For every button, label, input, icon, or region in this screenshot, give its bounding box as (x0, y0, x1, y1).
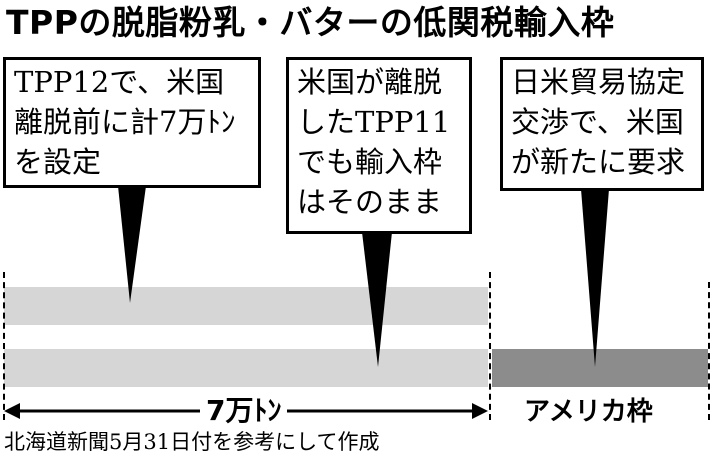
source-note: 北海道新聞5月31日付を参考にして作成 (4, 430, 380, 454)
trade-agreement-callout: 日米貿易協定 交渉で、米国 が新たに要求 (500, 57, 704, 191)
range-label: 7万ﾄﾝ (200, 396, 288, 426)
middle-guide-line (489, 272, 491, 420)
right-guide-line (708, 282, 710, 420)
tpp11-callout: 米国が離脱 したTPP11 でも輸入枠 はそのまま (286, 57, 472, 234)
left-guide-line (3, 272, 5, 420)
tpp11-band (4, 349, 488, 387)
page-title: TPPの脱脂粉乳・バターの低関税輸入枠 (6, 3, 615, 42)
america-band (492, 349, 708, 387)
tpp12-band (4, 287, 488, 325)
tpp12-callout: TPP12で、米国 離脱前に計7万ﾄﾝ を設定 (3, 57, 261, 188)
america-quota-label: アメリカ枠 (524, 397, 653, 427)
